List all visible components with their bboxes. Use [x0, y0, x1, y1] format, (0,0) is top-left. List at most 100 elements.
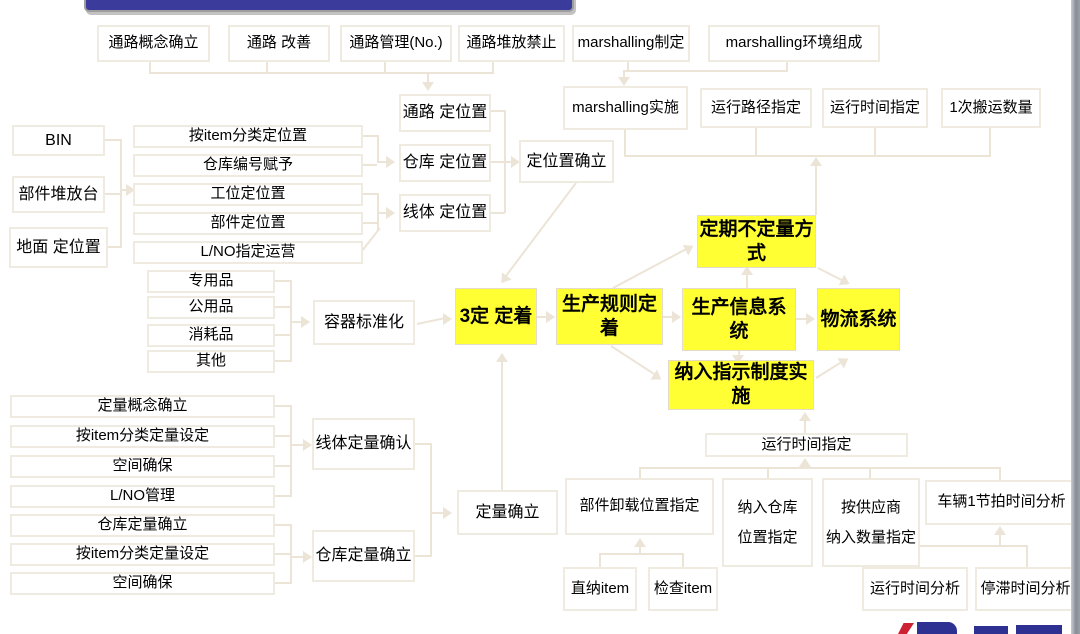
connector-line: [363, 222, 377, 224]
box-warehouse-storage-position: 纳入仓库 位置指定: [722, 478, 813, 567]
arrowhead: [386, 207, 395, 219]
box-container-standardization: 容器标准化: [313, 300, 415, 345]
box-aisle-concept: 通路概念确立: [97, 25, 210, 62]
arrowhead: [732, 355, 744, 364]
connector-line: [537, 316, 547, 318]
connector-line: [682, 553, 684, 567]
box-dedicated-items: 专用品: [147, 270, 275, 293]
connector-line: [290, 524, 292, 584]
box-supplier-delivery-qty: 按供应商 纳入数量指定: [822, 478, 920, 567]
connector-line: [415, 555, 430, 557]
box-space-assurance-1: 空间确保: [10, 455, 275, 478]
connector-line: [506, 161, 512, 163]
connector-line: [415, 443, 430, 445]
box-bin: BIN: [12, 125, 105, 156]
box-aisle-fixed-position: 通路 定位置: [399, 94, 491, 132]
slide-title-bar: [84, 0, 574, 12]
connector-line: [275, 524, 290, 526]
connector-line: [275, 553, 290, 555]
arrowhead: [810, 157, 822, 166]
connector-line: [491, 161, 505, 163]
arrowhead: [618, 77, 630, 86]
connector-line: [755, 128, 757, 155]
connector-line: [639, 467, 1001, 469]
connector-line: [796, 318, 807, 320]
arrowhead: [511, 156, 520, 168]
connector-line: [599, 553, 601, 567]
box-fixed-period-variable-qty: 定期不定量方式: [697, 215, 816, 268]
box-marshalling-env: marshalling环境组成: [708, 25, 880, 62]
connector-line: [120, 139, 122, 248]
connector-line: [105, 193, 120, 195]
arrowhead: [546, 311, 555, 323]
box-three-fixed: 3定 定着: [455, 288, 537, 345]
box-vehicle-takt-analysis: 车辆1节拍时间分析: [925, 480, 1078, 525]
connector-line: [363, 193, 377, 195]
connector-line: [815, 164, 817, 215]
connector-line: [290, 405, 292, 497]
connector-line: [786, 62, 788, 70]
connector-line: [624, 130, 626, 155]
connector-line: [623, 70, 788, 72]
connector-line: [275, 465, 290, 467]
arrowhead: [303, 439, 312, 451]
connector-line: [504, 110, 506, 213]
connector-line: [379, 161, 387, 163]
box-aisle-manage-no: 通路管理(No.): [340, 25, 452, 62]
box-lno-operation: L/NO指定运营: [133, 241, 363, 264]
box-others: 其他: [147, 350, 275, 373]
arrowhead: [837, 353, 852, 369]
connector-line: [377, 193, 379, 231]
box-route-designation: 运行路径指定: [700, 88, 812, 128]
connector-line: [292, 556, 304, 558]
box-dwell-time-analysis: 停滞时间分析: [975, 567, 1076, 611]
box-warehouse-qty-establish-list: 仓库定量确立: [10, 514, 275, 537]
box-floor-fixed-position: 地面 定位置: [9, 227, 108, 268]
arrowhead: [634, 538, 646, 547]
connector-line: [804, 420, 806, 433]
box-aisle-stack-ban: 通路堆放禁止: [458, 25, 565, 62]
connector-line: [275, 306, 290, 308]
box-consumables: 消耗品: [147, 324, 275, 347]
company-logo-text: [974, 626, 1008, 634]
box-runtime-analysis: 运行时间分析: [862, 567, 968, 611]
connector-line: [869, 467, 871, 478]
arrowhead: [443, 313, 452, 325]
box-item-class-qty-setting-1: 按item分类定量设定: [10, 425, 275, 448]
connector-line: [292, 444, 304, 446]
connector-line: [767, 467, 769, 478]
box-logistics-system: 物流系统: [817, 288, 900, 351]
box-parts-fixed-position: 部件定位置: [133, 212, 363, 235]
connector-line: [108, 246, 120, 248]
connector-line: [105, 139, 120, 141]
arrowhead: [126, 184, 135, 196]
box-delivery-instruction-system: 纳入指示制度实施: [668, 360, 814, 410]
connector-line: [738, 351, 740, 356]
box-marshalling-implement: marshalling实施: [563, 86, 688, 130]
window-right-edge: [1071, 0, 1080, 634]
connector-line: [266, 62, 268, 72]
box-item-class-position: 按item分类定位置: [133, 125, 363, 148]
connector-line: [623, 70, 625, 78]
connector-line: [361, 227, 381, 252]
box-production-info-system: 生产信息系统: [682, 288, 796, 351]
box-common-items: 公用品: [147, 296, 275, 319]
connector-line: [430, 443, 432, 557]
box-warehouse-numbering: 仓库编号赋予: [133, 154, 363, 177]
connector-line: [639, 546, 641, 553]
arrowhead: [422, 82, 434, 91]
connector-line: [379, 212, 387, 214]
connector-line: [275, 582, 290, 584]
company-logo-mark-red: [898, 623, 914, 634]
box-parts-unload-position: 部件卸载位置指定: [565, 478, 714, 535]
box-item-class-qty-setting-2: 按item分类定量设定: [10, 543, 275, 566]
box-line-fixed-position: 线体 定位置: [399, 194, 491, 232]
arrowhead: [303, 551, 312, 563]
arrowhead: [682, 240, 697, 256]
box-runtime-designation-top: 运行时间指定: [822, 88, 928, 128]
box-one-trip-qty: 1次搬运数量: [941, 88, 1041, 128]
box-runtime-designation-wide: 运行时间指定: [705, 433, 908, 457]
box-warehouse-fixed-position: 仓库 定位置: [399, 144, 491, 182]
connector-line: [491, 212, 505, 214]
